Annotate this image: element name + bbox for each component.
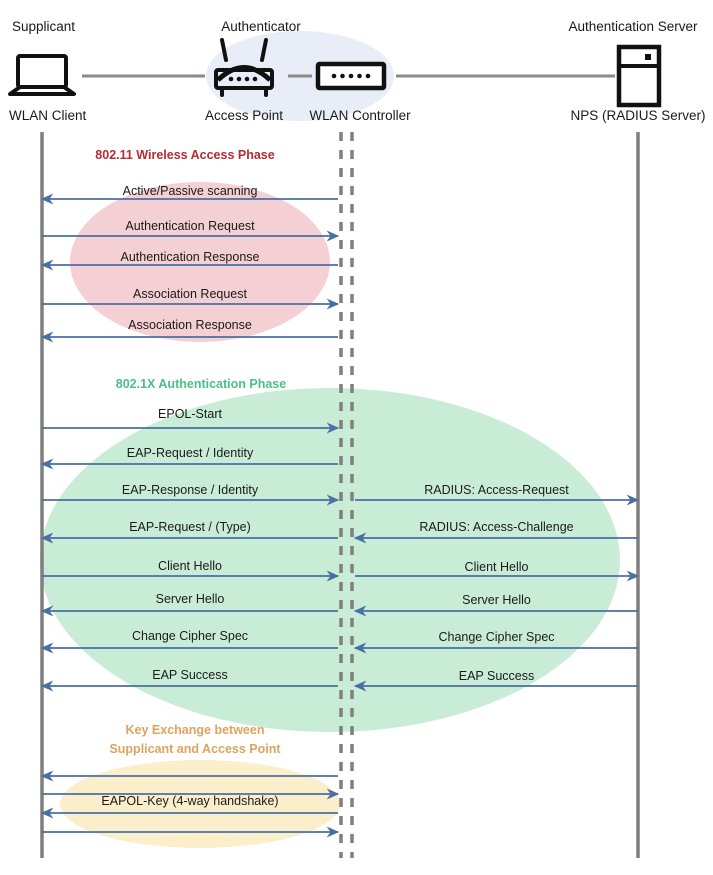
actor-device-wlan-client: WLAN Client [9, 108, 87, 123]
phase-ellipse-key-exchange [60, 760, 340, 848]
actor-device-access-point: Access Point [204, 108, 284, 123]
message-label: Authentication Request [125, 219, 255, 233]
message-label: Client Hello [464, 560, 529, 574]
message-label: RADIUS: Access-Challenge [419, 520, 574, 534]
message-label: EAP Success [458, 669, 535, 683]
message-label: EAP-Request / (Type) [129, 520, 251, 534]
phase-title-key-exchange: Key Exchange between Supplicant and Acce… [109, 721, 280, 759]
message-label: Authentication Response [120, 250, 260, 264]
message-label: Association Response [128, 318, 252, 332]
message-arrows [40, 193, 640, 838]
server-rack-icon [616, 44, 662, 108]
laptop-icon [8, 54, 76, 96]
actor-device-nps-radius-server: NPS (RADIUS Server) [570, 108, 706, 123]
wireless-router-icon [214, 38, 274, 97]
message-label: Server Hello [155, 592, 225, 606]
phase-title-dot1x: 802.1X Authentication Phase [115, 377, 287, 391]
message-label: Active/Passive scanning [122, 184, 258, 198]
phase-title-key-exchange-line2: Supplicant and Access Point [109, 742, 281, 756]
phase-ellipse-dot1x [40, 388, 620, 732]
wlan-controller-icon [315, 61, 387, 91]
message-label: EAP-Request / Identity [126, 446, 254, 460]
phase-ellipse-wireless-access [70, 182, 330, 342]
message-label: Change Cipher Spec [438, 630, 555, 644]
actor-role-supplicant: Supplicant [12, 19, 76, 34]
message-label: Change Cipher Spec [131, 629, 249, 643]
message-label: Server Hello [462, 593, 531, 607]
message-label: EAP Success [152, 668, 228, 682]
message-label: Client Hello [158, 559, 222, 573]
phase-title-wireless-access: 802.11 Wireless Access Phase [95, 148, 275, 162]
message-label: Association Request [133, 287, 247, 301]
actor-role-authentication-server: Authentication Server [568, 19, 698, 34]
phase-title-key-exchange-line1: Key Exchange between [125, 723, 265, 737]
message-label: RADIUS: Access-Request [424, 483, 569, 497]
message-label: EPOL-Start [158, 407, 222, 421]
actor-device-wlan-controller: WLAN Controller [309, 108, 411, 123]
message-label: EAP-Response / Identity [121, 483, 259, 497]
message-label: EAPOL-Key (4-way handshake) [101, 794, 279, 808]
actor-role-authenticator: Authenticator [221, 19, 301, 34]
